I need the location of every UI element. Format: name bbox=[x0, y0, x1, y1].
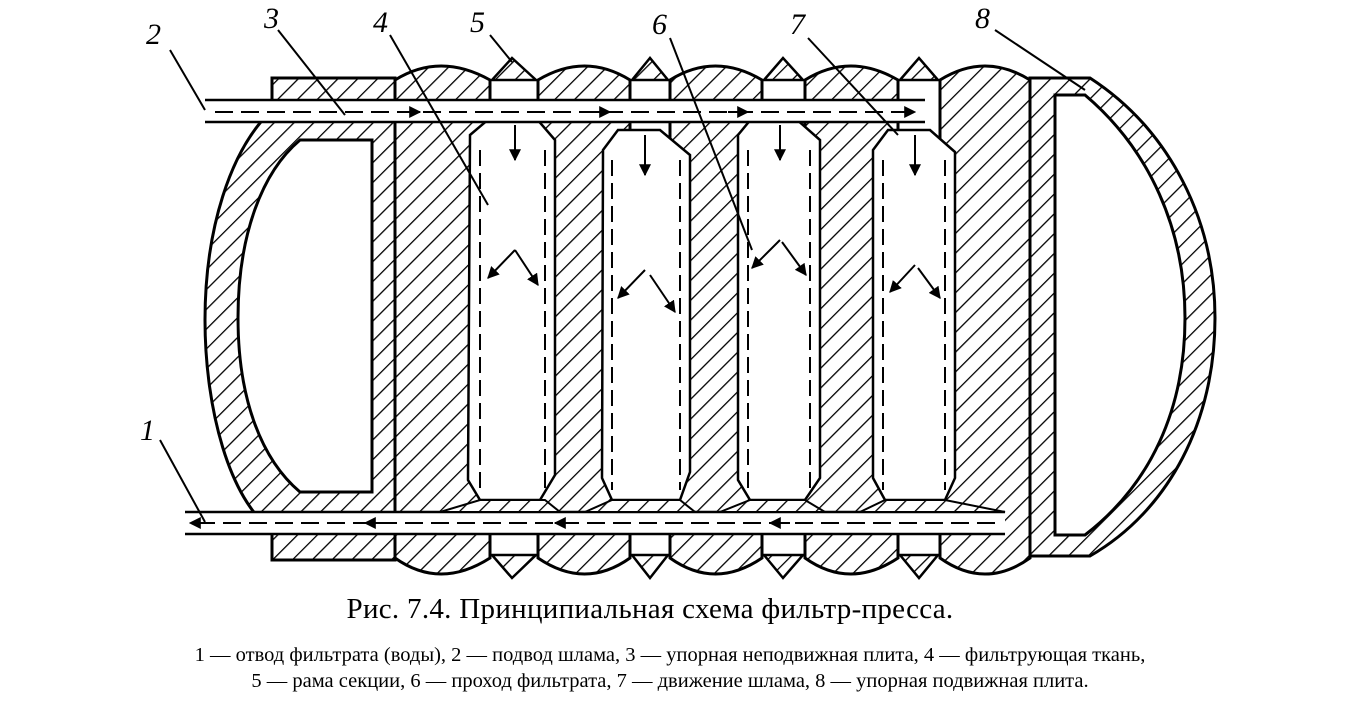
callout-4: 4 bbox=[373, 6, 388, 39]
filter-press-diagram: 1 2 3 4 5 6 7 8 bbox=[140, 2, 1217, 581]
leader-3 bbox=[277, 29, 346, 116]
filtrate-funnels bbox=[439, 499, 1006, 513]
figure-caption-line-1: 1 — отвод фильтрата (воды), 2 — подвод ш… bbox=[194, 644, 1146, 666]
filter-chambers bbox=[466, 116, 957, 502]
leader-7 bbox=[807, 37, 899, 136]
callout-8: 8 bbox=[975, 2, 990, 35]
leader-6 bbox=[669, 37, 753, 251]
leader-5 bbox=[489, 34, 513, 63]
chamber-2 bbox=[600, 128, 692, 502]
callout-7: 7 bbox=[790, 8, 807, 41]
movable-stop-plate bbox=[1028, 76, 1217, 558]
chamber-4 bbox=[871, 128, 957, 502]
callout-2: 2 bbox=[146, 18, 161, 51]
leader-lines bbox=[159, 29, 1086, 523]
callout-labels: 1 2 3 4 5 6 7 8 bbox=[140, 2, 990, 447]
filtrate-outlet-channel bbox=[185, 510, 1005, 536]
callout-3: 3 bbox=[263, 2, 279, 35]
filter-plate-1 bbox=[393, 64, 492, 576]
fixed-stop-plate bbox=[203, 76, 397, 562]
figure-title: Рис. 7.4. Принципиальная схема фильтр-пр… bbox=[346, 593, 954, 625]
figure-caption-line-2: 5 — рама секции, 6 — проход фильтрата, 7… bbox=[251, 670, 1089, 692]
callout-1: 1 bbox=[140, 414, 155, 447]
leader-1 bbox=[159, 439, 206, 523]
slurry-inlet-channel bbox=[205, 98, 925, 124]
section-frames bbox=[489, 56, 941, 581]
leader-2 bbox=[169, 49, 206, 111]
callout-6: 6 bbox=[652, 8, 667, 41]
filter-plate-5 bbox=[938, 64, 1032, 576]
flow-lines bbox=[479, 125, 946, 490]
leader-4 bbox=[389, 34, 489, 206]
callout-5: 5 bbox=[470, 6, 485, 39]
chamber-1 bbox=[466, 116, 557, 502]
leader-8 bbox=[994, 29, 1086, 91]
chamber-3 bbox=[736, 116, 822, 502]
